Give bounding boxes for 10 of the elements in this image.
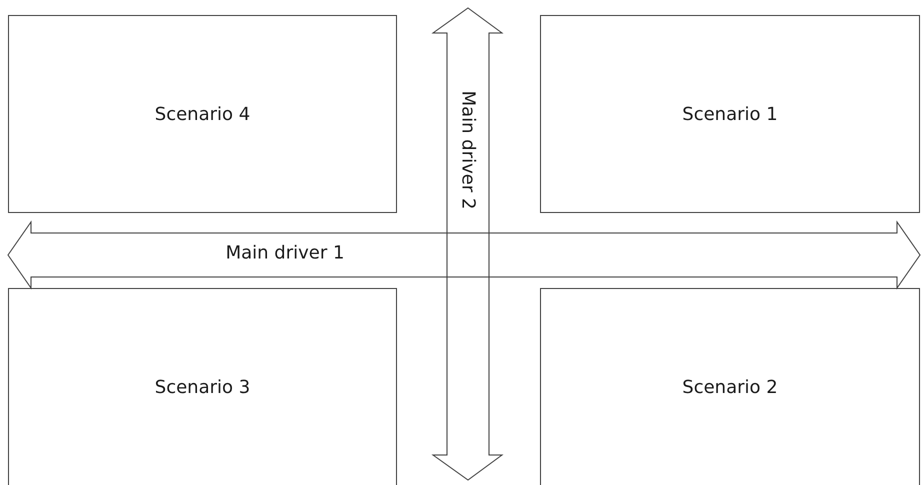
scenario-label: Scenario 1 — [682, 104, 778, 124]
scenario-box — [8, 15, 397, 213]
scenario-box — [540, 288, 920, 485]
scenario-label: Scenario 3 — [154, 376, 250, 398]
scenario-label: Scenario 4 — [154, 104, 250, 124]
scenario-box — [540, 15, 920, 213]
axis-label: Main driver 1 — [226, 242, 344, 264]
scenario-box — [8, 288, 397, 485]
axis-label: Main driver 2 — [458, 90, 478, 210]
scenario-label: Scenario 2 — [682, 376, 778, 398]
